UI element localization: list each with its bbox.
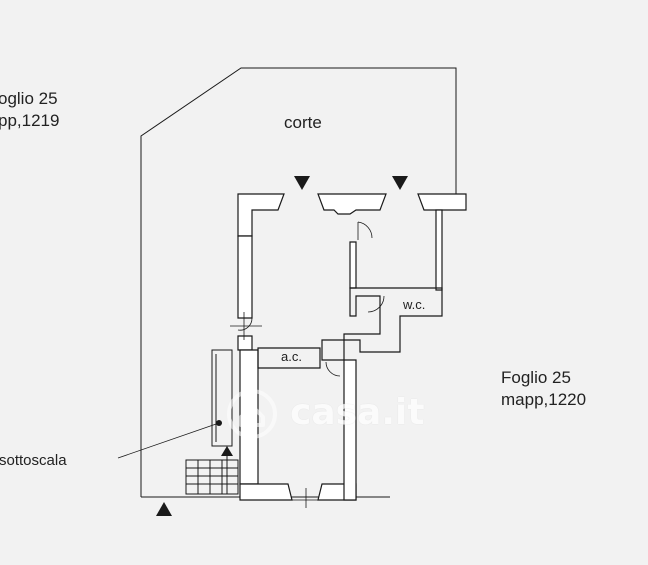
walls (237, 193, 467, 501)
mapp-left-label: pp,1219 (0, 111, 59, 130)
axis-marks (230, 312, 320, 508)
sottoscala-label: sottoscala (0, 452, 67, 469)
house-logo-icon (227, 389, 277, 439)
wc-label: w.c. (402, 297, 425, 312)
watermark-text: casa.it (290, 392, 425, 433)
mapp-right-label: mapp,1220 (501, 390, 586, 409)
sottoscala-leader (117, 422, 220, 459)
lot-boundary (140, 67, 457, 497)
entrance-arrow-icon (156, 502, 172, 516)
stair-arrow-icon (221, 446, 233, 456)
entrance-arrow-icon (294, 176, 310, 190)
sottoscala-room (185, 349, 239, 495)
foglio-right-label: Foglio 25 (501, 368, 571, 387)
entrance-arrow-icon (392, 176, 408, 190)
corte-label: corte (284, 113, 322, 132)
door-swings (237, 221, 385, 377)
foglio-left-label: oglio 25 (0, 89, 58, 108)
ac-label: a.c. (281, 349, 302, 364)
